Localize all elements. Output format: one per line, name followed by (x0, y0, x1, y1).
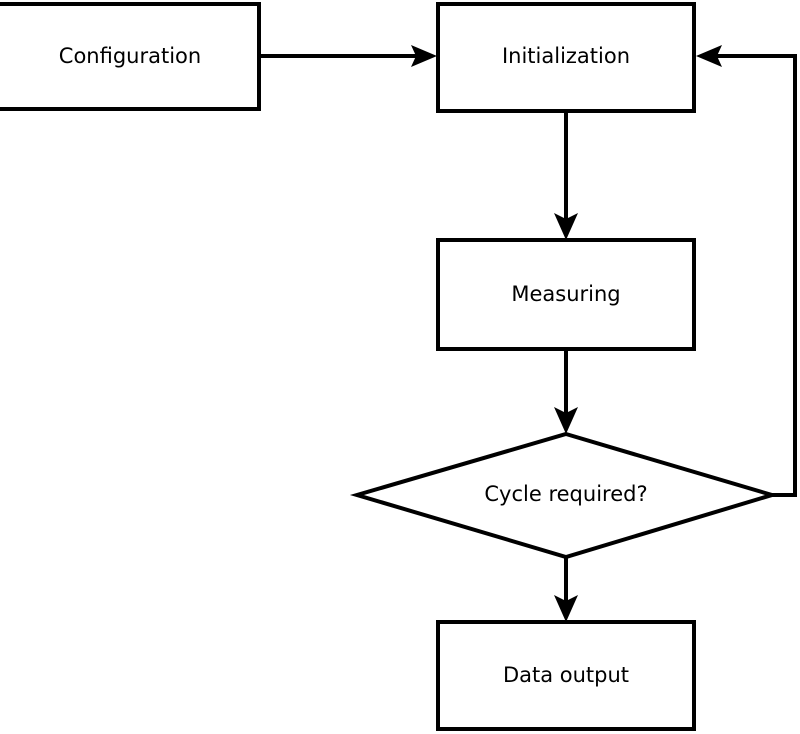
arrow-head-icon (554, 595, 578, 622)
edge-measuring-to-decision (554, 350, 578, 434)
node-initialization-box[interactable] (436, 2, 696, 113)
arrow-head-icon (411, 45, 437, 67)
arrow-head-icon (554, 213, 578, 240)
node-configuration-label: Configuration (59, 44, 201, 68)
node-measuring-box[interactable] (436, 238, 696, 351)
edge-decision-to-data-output (554, 558, 578, 622)
node-data-output-box[interactable] (436, 620, 696, 731)
edge-configuration-to-initialization (259, 45, 437, 67)
edge-initialization-to-measuring (554, 112, 578, 240)
node-data-output-label: Data output (503, 663, 629, 687)
node-configuration[interactable]: Configuration (0, 2, 261, 111)
edge-line (715, 54, 797, 497)
node-data-output[interactable]: Data output (436, 620, 696, 731)
node-initialization-label: Initialization (502, 44, 630, 68)
node-decision-diamond[interactable] (349, 431, 779, 560)
node-decision-label: Cycle required? (484, 482, 647, 506)
node-decision-cycle-required[interactable]: Cycle required? (349, 431, 779, 560)
node-configuration-box[interactable] (0, 2, 261, 111)
arrow-head-icon (554, 407, 578, 434)
node-measuring[interactable]: Measuring (436, 238, 696, 351)
node-initialization[interactable]: Initialization (436, 2, 696, 113)
edge-decision-to-initialization-feedback (696, 45, 797, 497)
node-measuring-label: Measuring (511, 282, 620, 306)
arrow-head-icon (696, 45, 722, 67)
